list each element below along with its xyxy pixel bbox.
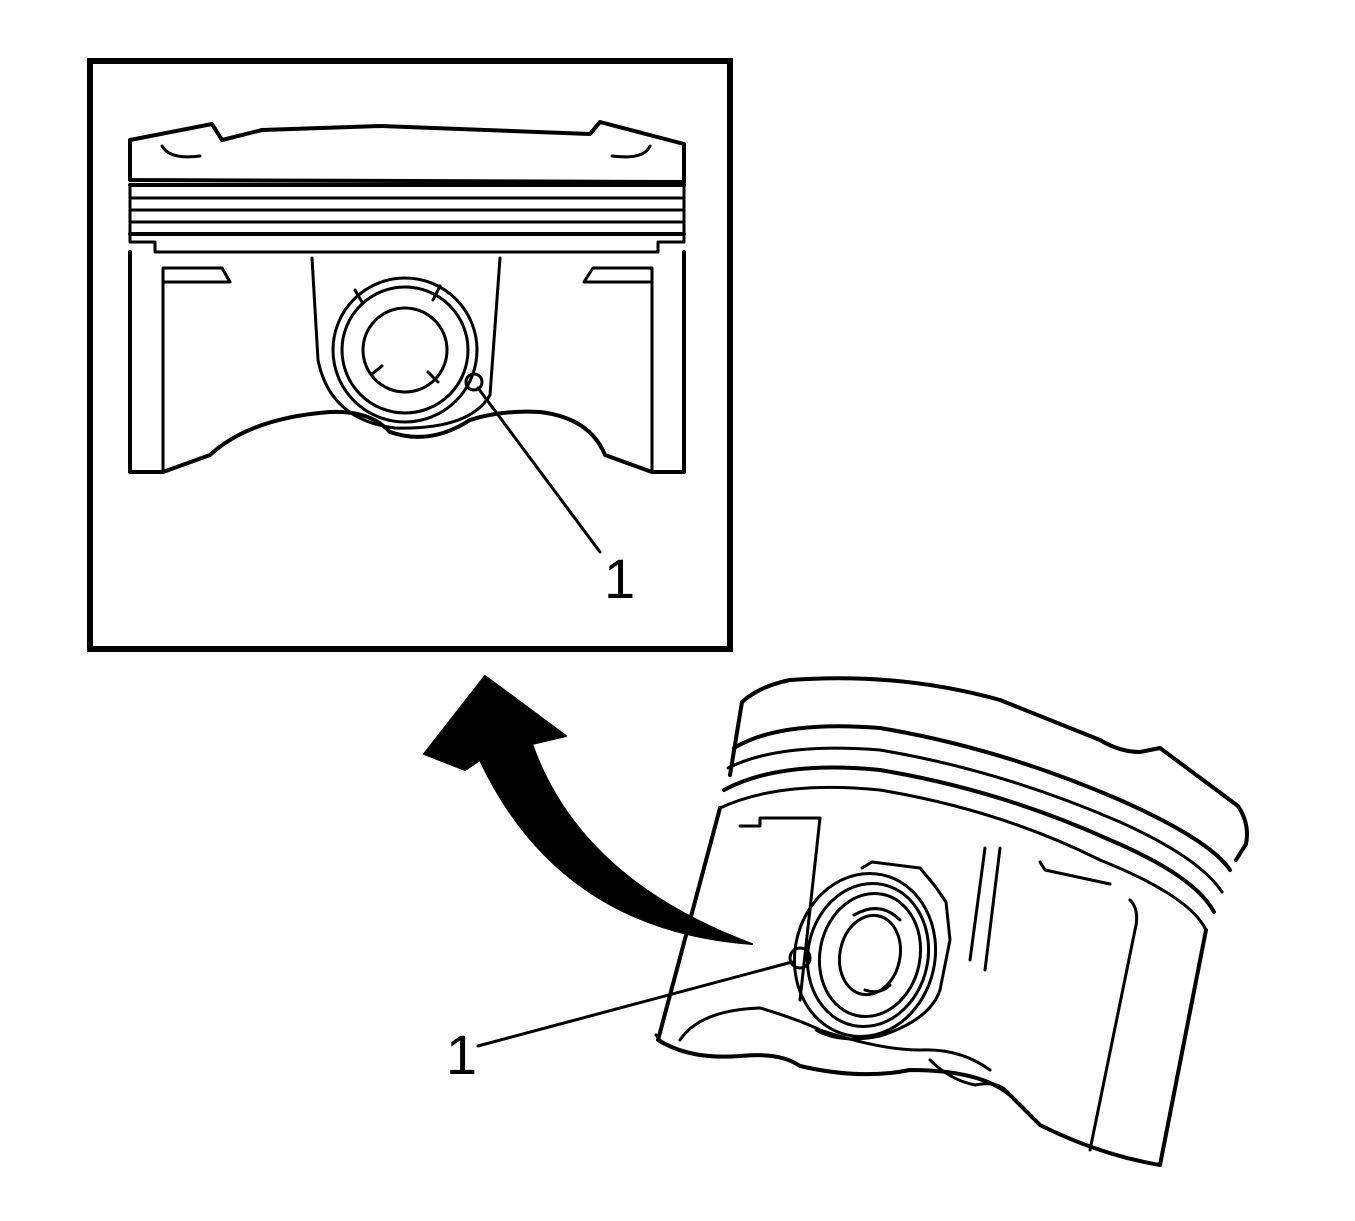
skirt-inner-right — [582, 266, 654, 474]
piston-crown-top — [740, 676, 1249, 862]
view-direction-arrow — [423, 675, 753, 945]
valve-relief-right — [610, 144, 652, 159]
piston-skirt-outline — [656, 806, 1208, 1167]
main-leader-line — [476, 960, 794, 1048]
retainer-clip-detail — [331, 276, 484, 424]
piston-perspective-view: 1 — [446, 676, 1249, 1167]
valve-relief-left — [160, 144, 202, 159]
skirt-inner-left — [161, 266, 232, 474]
piston-skirt — [128, 250, 686, 474]
main-callout-label: 1 — [446, 1023, 477, 1086]
detail-callout-label: 1 — [604, 547, 635, 610]
piston-crown — [128, 120, 686, 184]
retainer-clip-main — [788, 871, 938, 1039]
pin-boss-perspective — [814, 860, 952, 1041]
detail-view: 1 — [87, 58, 733, 652]
pin-boss — [310, 256, 502, 430]
detail-leader-line — [476, 386, 602, 554]
ring-bands — [718, 724, 1232, 932]
detail-frame — [87, 58, 733, 652]
ring-grooves — [128, 183, 686, 254]
